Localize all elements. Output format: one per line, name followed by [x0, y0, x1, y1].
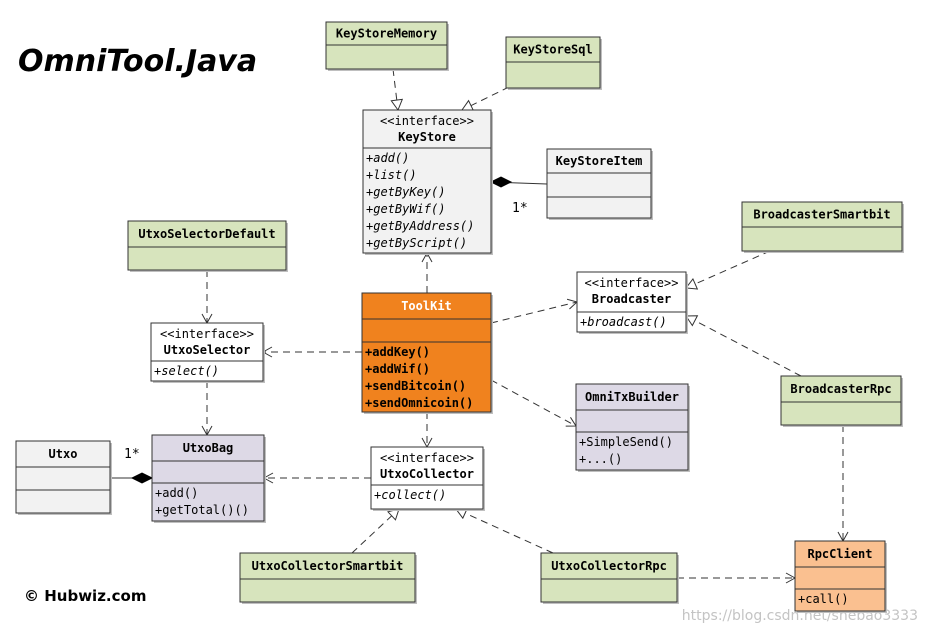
- class-box: [794, 540, 886, 612]
- class-member: +call(): [798, 592, 849, 606]
- keystore-item-multiplicity: 1*: [512, 201, 528, 216]
- class-box: [361, 292, 492, 413]
- class-broadcaster[interactable]: <<interface>> Broadcaster +broadcast(): [576, 271, 688, 334]
- class-tool-kit[interactable]: ToolKit +addKey() +addWif() +sendBitcoin() +…: [361, 292, 493, 414]
- class-box: [127, 220, 287, 271]
- class-utxo-selector-default[interactable]: UtxoSelectorDefault: [127, 220, 288, 272]
- composition-diamond: [130, 472, 154, 484]
- relation-broadcastersmartbit-to-broadcaster: [685, 250, 771, 290]
- class-box: [576, 271, 687, 333]
- class-member: +SimpleSend(): [579, 435, 673, 449]
- class-key-store[interactable]: <<interface>> KeyStore +add() +list() +getBy…: [362, 109, 493, 255]
- relation-broadcasterrpc-to-broadcaster: [685, 315, 802, 377]
- class-utxo-bag[interactable]: UtxoBag +add() +getTotal()(): [151, 434, 266, 523]
- copyright-footer: © Hubwiz.com: [24, 587, 146, 605]
- class-name: UtxoCollectorRpc: [551, 559, 667, 573]
- class-stereotype: <<interface>>: [380, 451, 474, 465]
- class-member: +getByScript(): [366, 236, 467, 250]
- class-key-store-memory[interactable]: KeyStoreMemory: [325, 21, 449, 71]
- class-member: +select(): [154, 364, 219, 378]
- relations: [110, 68, 849, 584]
- diagram-title: OmniTool.Java: [18, 44, 257, 79]
- relation-toolkit-to-broadcaster: [490, 298, 579, 324]
- class-name: KeyStoreSql: [513, 43, 592, 57]
- class-box: [362, 109, 492, 254]
- class-box: [780, 375, 902, 426]
- class-member: +sendBitcoin(): [365, 379, 466, 393]
- class-stereotype: <<interface>>: [585, 276, 679, 290]
- class-name: OmniTxBuilder: [585, 390, 679, 404]
- relation-utxocollectorsmartbit-to-utxocollector: [351, 508, 400, 554]
- class-stereotype: <<interface>>: [160, 327, 254, 341]
- class-rpc-client[interactable]: RpcClient +call(): [794, 540, 887, 613]
- class-box: [540, 552, 678, 603]
- relation-keystorememory-to-keystore: [390, 68, 404, 112]
- class-name: BroadcasterSmartbit: [753, 208, 890, 222]
- class-name: BroadcasterRpc: [790, 382, 891, 396]
- utxo-multiplicity: 1*: [124, 447, 140, 462]
- class-box: [575, 383, 689, 471]
- class-name: KeyStoreMemory: [336, 27, 437, 41]
- class-member: +collect(): [374, 488, 446, 502]
- class-member: +getTotal()(): [155, 503, 249, 517]
- class-name: Broadcaster: [592, 292, 671, 306]
- class-name: Utxo: [49, 447, 78, 461]
- class-box: [370, 446, 484, 510]
- class-name: KeyStore: [398, 130, 456, 144]
- class-box: [151, 434, 265, 522]
- multiplicity-labels: 1* 1*: [124, 201, 528, 462]
- class-box: [239, 552, 416, 603]
- class-name: UtxoSelectorDefault: [138, 227, 275, 241]
- relation-toolkit-to-omnitxbuilder: [490, 379, 577, 427]
- class-member: +getByKey(): [366, 185, 445, 199]
- class-broadcaster-rpc[interactable]: BroadcasterRpc: [780, 375, 903, 427]
- class-utxo-selector[interactable]: <<interface>> UtxoSelector +select(): [150, 322, 265, 383]
- class-name: UtxoCollector: [380, 467, 474, 481]
- class-box: [15, 440, 111, 514]
- class-key-store-item[interactable]: KeyStoreItem: [546, 148, 653, 220]
- class-utxo-collector-smartbit[interactable]: UtxoCollectorSmartbit: [239, 552, 417, 604]
- class-member: +getByAddress(): [366, 219, 474, 233]
- class-box: [150, 322, 264, 382]
- class-member: +...(): [579, 452, 622, 466]
- class-broadcaster-smartbit[interactable]: BroadcasterSmartbit: [741, 201, 904, 253]
- class-name: ToolKit: [401, 299, 452, 313]
- class-name: UtxoBag: [183, 441, 234, 455]
- class-utxo[interactable]: Utxo: [15, 440, 112, 515]
- composition-diamond: [489, 176, 513, 188]
- class-member: +list(): [366, 168, 417, 182]
- class-stereotype: <<interface>>: [380, 114, 474, 128]
- relation-utxocollectorrpc-to-utxocollector: [455, 507, 554, 554]
- class-name: UtxoSelector: [164, 343, 251, 357]
- class-member: +getByWif(): [366, 202, 445, 216]
- class-key-store-sql[interactable]: KeyStoreSql: [505, 36, 602, 90]
- class-name: UtxoCollectorSmartbit: [252, 559, 404, 573]
- class-utxo-collector[interactable]: <<interface>> UtxoCollector +collect(): [370, 446, 485, 511]
- class-member: +add(): [155, 486, 198, 500]
- class-utxo-collector-rpc[interactable]: UtxoCollectorRpc: [540, 552, 679, 604]
- relation-keystoresql-to-keystore: [461, 86, 510, 112]
- class-member: +sendOmnicoin(): [365, 396, 473, 410]
- class-member: +addWif(): [365, 362, 430, 376]
- class-member: +addKey(): [365, 345, 430, 359]
- class-member: +add(): [366, 151, 409, 165]
- class-box: [546, 148, 652, 219]
- class-name: KeyStoreItem: [556, 154, 643, 168]
- class-member: +broadcast(): [580, 315, 667, 329]
- class-name: RpcClient: [807, 547, 872, 561]
- class-omni-tx-builder[interactable]: OmniTxBuilder +SimpleSend() +...(): [575, 383, 690, 472]
